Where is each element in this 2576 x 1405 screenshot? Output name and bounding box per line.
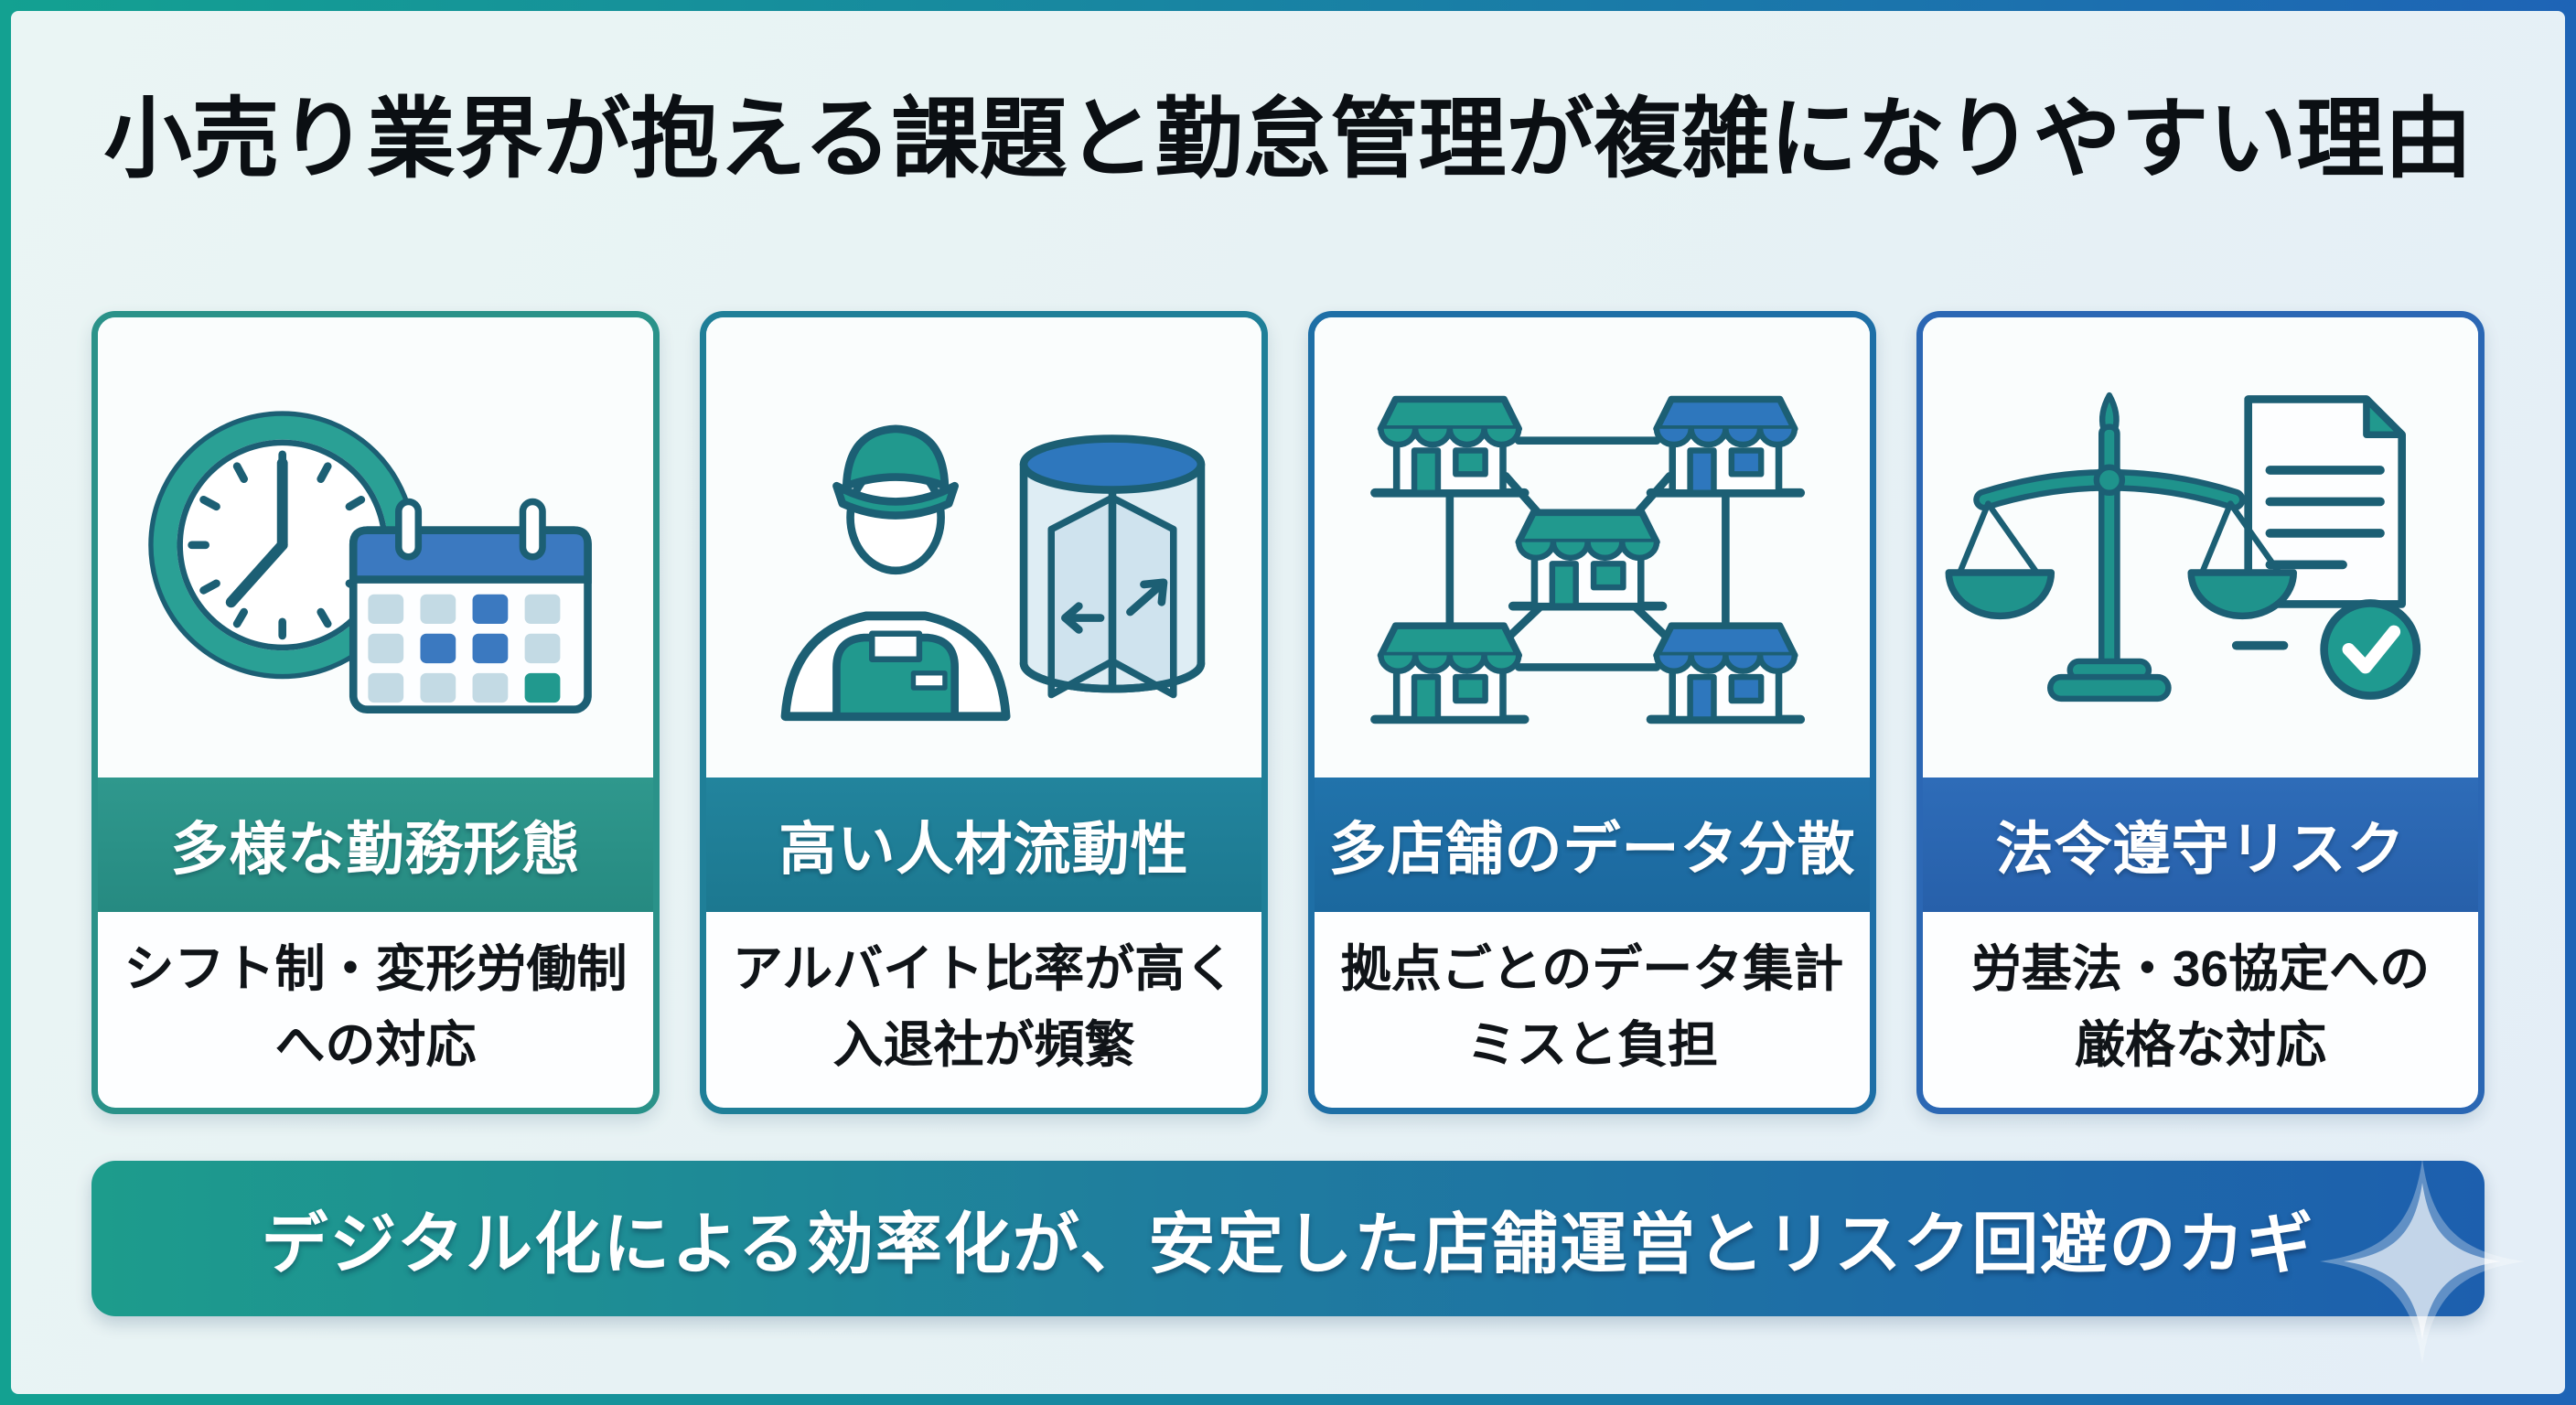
card-header-band: 高い人材流動性 xyxy=(706,777,1261,912)
card-header-label: 多様な勤務形態 xyxy=(170,817,581,882)
card-icon-area xyxy=(1923,316,2478,778)
card-body-line: ミスと負担 xyxy=(1465,1015,1718,1073)
card-icon-area xyxy=(1315,316,1870,778)
clock-calendar-icon xyxy=(147,411,592,714)
card-high-turnover: 高い人材流動性 アルバイト比率が高く 入退社が頻繁 xyxy=(700,310,1268,1114)
card-body: アルバイト比率が高く 入退社が頻繁 xyxy=(706,912,1261,1108)
card-body: シフト制・変形労働制 への対応 xyxy=(98,912,653,1108)
card-body-line: 拠点ごとのデータ集計 xyxy=(1340,940,1844,998)
card-body-line: 入退社が頻繁 xyxy=(832,1015,1135,1073)
card-body-line: への対応 xyxy=(274,1015,477,1073)
store-network-icon xyxy=(1369,395,1805,724)
card-icon-area xyxy=(98,316,653,778)
cards-row: 多様な勤務形態 シフト制・変形労働制 への対応 xyxy=(91,310,2485,1114)
banner-text: デジタル化による効率化が、安定した店舗運営とリスク回避のカギ xyxy=(261,1207,2315,1282)
card-multi-store-data: 多店舗のデータ分散 拠点ごとのデータ集計 ミスと負担 xyxy=(1308,310,1876,1114)
page-title: 小売り業界が抱える課題と勤怠管理が複雑になりやすい理由 xyxy=(103,91,2473,188)
scales-document-icon xyxy=(1945,392,2420,702)
card-body-line: 厳格な対応 xyxy=(2074,1015,2326,1073)
card-body-line: シフト制・変形労働制 xyxy=(123,940,628,998)
staff-turnstile-icon xyxy=(780,424,1205,722)
card-header-band: 多店舗のデータ分散 xyxy=(1315,777,1870,912)
card-body-line: アルバイト比率が高く xyxy=(732,940,1236,998)
card-header-label: 法令遵守リスク xyxy=(1995,817,2406,882)
card-body-line: 労基法・36協定への xyxy=(1970,940,2431,998)
card-header-band: 多様な勤務形態 xyxy=(98,777,653,912)
sparkle-icon xyxy=(2320,1158,2525,1364)
card-compliance-risk: 法令遵守リスク 労基法・36協定への 厳格な対応 xyxy=(1916,310,2485,1114)
card-header-label: 多店舗のデータ分散 xyxy=(1328,817,1856,882)
infographic: 小売り業界が抱える課題と勤怠管理が複雑になりやすい理由 xyxy=(11,11,2565,1394)
card-header-label: 高い人材流動性 xyxy=(778,817,1189,882)
card-body: 拠点ごとのデータ集計 ミスと負担 xyxy=(1315,912,1870,1108)
conclusion-banner: デジタル化による効率化が、安定した店舗運営とリスク回避のカギ xyxy=(91,1158,2525,1364)
card-header-band: 法令遵守リスク xyxy=(1923,777,2478,912)
card-body: 労基法・36協定への 厳格な対応 xyxy=(1923,912,2478,1108)
card-icon-area xyxy=(706,316,1261,778)
card-diverse-work-styles: 多様な勤務形態 シフト制・変形労働制 への対応 xyxy=(91,310,660,1114)
